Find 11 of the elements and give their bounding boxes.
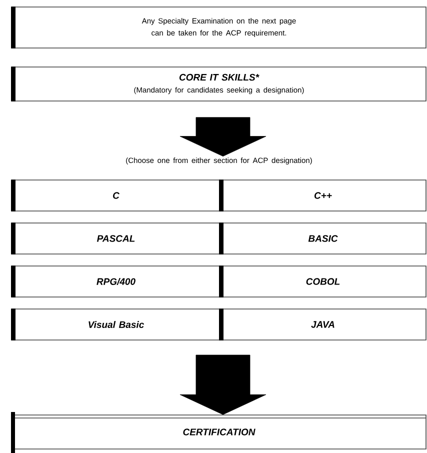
label-box: C: [11, 180, 220, 212]
label-box: C++: [219, 180, 426, 212]
label-box: RPG/400: [11, 266, 220, 298]
label-box: JAVA: [219, 308, 426, 340]
label-box: Visual Basic: [11, 308, 220, 340]
label-box: CERTIFICATION: [11, 412, 426, 453]
label-box: COBOL: [219, 266, 426, 298]
label-box: BASIC: [219, 222, 426, 254]
block-arrow: [180, 354, 266, 415]
block-arrow: [180, 117, 266, 156]
label-box: PASCAL: [11, 222, 220, 254]
